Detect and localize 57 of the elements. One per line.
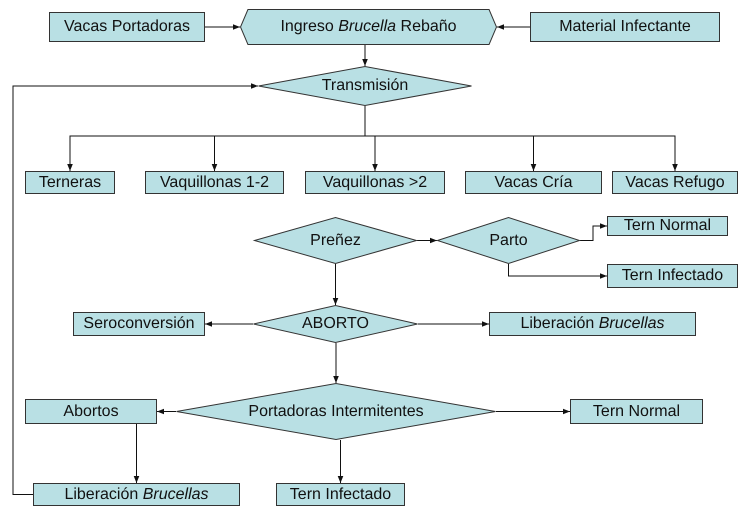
process-box [465, 171, 602, 194]
node-text: Transmisión [322, 77, 408, 95]
node-text: Liberación Brucellas [520, 315, 665, 333]
node-text: Material Infectante [559, 18, 691, 36]
decision-diamond [254, 217, 417, 264]
process-box [276, 483, 405, 506]
process-box [570, 399, 703, 424]
decision-diamond [258, 66, 472, 106]
node-text: Tern Normal [592, 402, 680, 420]
arrow [496, 408, 570, 414]
process-box [145, 171, 284, 194]
process-box [49, 12, 205, 42]
arrow [134, 424, 140, 484]
node-text: Liberación Brucellas [64, 486, 209, 504]
process-box [25, 399, 157, 424]
decision-diamond [437, 217, 580, 264]
arrow [496, 24, 530, 30]
arrow [580, 223, 608, 241]
arrow [332, 264, 338, 306]
preparation-hexagon [240, 9, 497, 45]
arrow [508, 264, 608, 279]
node-text: Tern Infectado [622, 267, 724, 285]
node-text: Vaquillonas >2 [322, 174, 428, 192]
arrow [204, 24, 240, 30]
arrow [362, 44, 368, 66]
arrow [333, 342, 339, 384]
arrow [338, 440, 344, 484]
process-box [73, 312, 205, 336]
node-text: Abortos [63, 402, 119, 420]
node-text: Terneras [38, 174, 102, 192]
process-box [25, 171, 115, 194]
process-box [607, 216, 728, 236]
node-text: Portadoras Intermitentes [248, 402, 424, 420]
decision-diamond [176, 383, 496, 440]
arrow [156, 408, 176, 414]
node-text: Parto [489, 232, 528, 250]
process-box [489, 312, 696, 336]
process-box [305, 171, 445, 194]
process-box [530, 12, 720, 42]
node-text: Seroconversión [83, 315, 195, 333]
node-text: Vacas Cría [494, 174, 572, 192]
process-box [607, 264, 738, 288]
node-text: Vacas Refugo [625, 174, 725, 192]
arrow [12, 83, 258, 495]
arrow [204, 321, 254, 327]
arrow [418, 321, 490, 327]
node-text: Vaquillonas 1-2 [160, 174, 270, 192]
node-text: Vacas Portadoras [64, 18, 190, 36]
node-text: Tern Infectado [290, 486, 392, 504]
arrow [416, 238, 438, 244]
node-text: Preñez [310, 232, 361, 250]
process-box [612, 171, 738, 194]
node-text: Ingreso Brucella Rebaño [280, 18, 457, 36]
decision-diamond [253, 305, 418, 343]
node-text: Tern Normal [624, 217, 712, 235]
process-box [33, 483, 240, 506]
node-text: ABORTO [302, 315, 369, 333]
